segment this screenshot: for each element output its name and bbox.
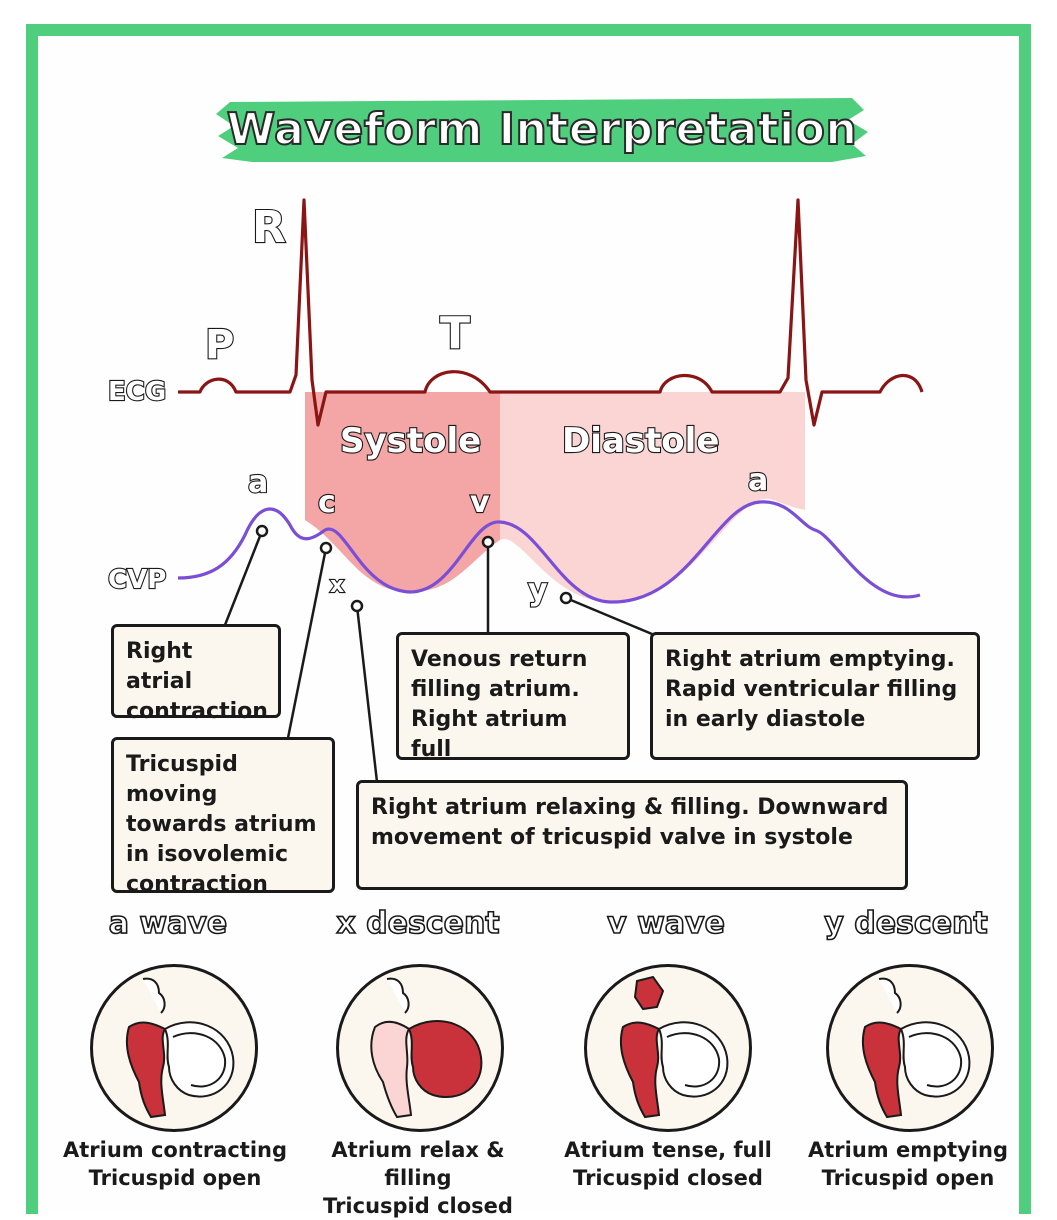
heart-a-wave-image xyxy=(90,964,258,1132)
a-wave-title: a wave xyxy=(108,905,228,942)
a-wave-caption: Atrium contracting Tricuspid open xyxy=(55,1136,295,1192)
x-point-marker xyxy=(350,599,364,613)
diastole-label: Diastole xyxy=(562,421,719,461)
x-descent-title: x descent xyxy=(336,905,501,942)
c-point-marker xyxy=(319,541,333,555)
v-wave-caption-line1: Atrium tense, full xyxy=(564,1138,772,1162)
banner-brush-shape xyxy=(216,98,868,162)
y-descent-caption: Atrium emptying Tricuspid open xyxy=(788,1136,1028,1192)
cvp-label: CVP xyxy=(108,565,166,595)
a-point-label: a xyxy=(248,465,268,500)
y-descent-caption-line2: Tricuspid open xyxy=(821,1166,995,1190)
v-wave-caption: Atrium tense, full Tricuspid closed xyxy=(548,1136,788,1192)
leader-lines xyxy=(223,530,653,783)
cvp-trace xyxy=(177,500,921,604)
x-point-label: x xyxy=(330,573,344,598)
a-point-marker xyxy=(255,524,269,538)
annotation-y-descent: Right atrium emptying. Rapid ventricular… xyxy=(650,632,980,760)
x-descent-caption-line2: Tricuspid closed xyxy=(323,1194,513,1218)
y-point-label: y xyxy=(528,573,548,608)
point-markers xyxy=(255,524,573,613)
title-banner: Waveform Interpretation xyxy=(212,92,872,166)
v-wave-caption-line2: Tricuspid closed xyxy=(573,1166,763,1190)
x-descent-caption: Atrium relax & filling Tricuspid closed xyxy=(298,1136,538,1220)
v-wave-title: v wave xyxy=(606,905,725,942)
r-wave-label: R xyxy=(252,202,286,253)
annotation-v-wave: Venous return filling atrium. Right atri… xyxy=(396,632,630,762)
v-point-label: v xyxy=(470,485,490,520)
systole-region xyxy=(305,392,500,592)
c-point-label: c xyxy=(318,485,336,520)
systole-label: Systole xyxy=(340,421,481,461)
x-descent-caption-line1: Atrium relax & filling xyxy=(331,1138,505,1190)
p-wave-label: P xyxy=(205,322,234,368)
heart-v-wave-image xyxy=(584,964,752,1132)
a-wave-caption-line2: Tricuspid open xyxy=(88,1166,262,1190)
heart-x-descent-image xyxy=(336,964,504,1132)
diastole-region xyxy=(500,392,805,602)
y-point-marker xyxy=(559,591,573,605)
ecg-trace xyxy=(178,198,924,427)
y-descent-caption-line1: Atrium emptying xyxy=(807,1138,1009,1162)
y-descent-title: y descent xyxy=(823,905,988,942)
heart-y-descent-image xyxy=(826,964,994,1132)
annotation-c-wave: Tricuspid moving towards atrium in isovo… xyxy=(111,737,335,897)
ecg-label: ECG xyxy=(108,377,166,407)
a2-point-label: a xyxy=(748,463,768,498)
v-point-marker xyxy=(481,535,495,549)
annotation-a-wave: Right atrial contraction xyxy=(111,624,281,724)
a-wave-caption-line1: Atrium contracting xyxy=(62,1138,288,1162)
t-wave-label: T xyxy=(440,308,470,359)
page-title: Waveform Interpretation xyxy=(226,103,858,156)
annotation-x-descent: Right atrium relaxing & filling. Downwar… xyxy=(356,780,908,890)
